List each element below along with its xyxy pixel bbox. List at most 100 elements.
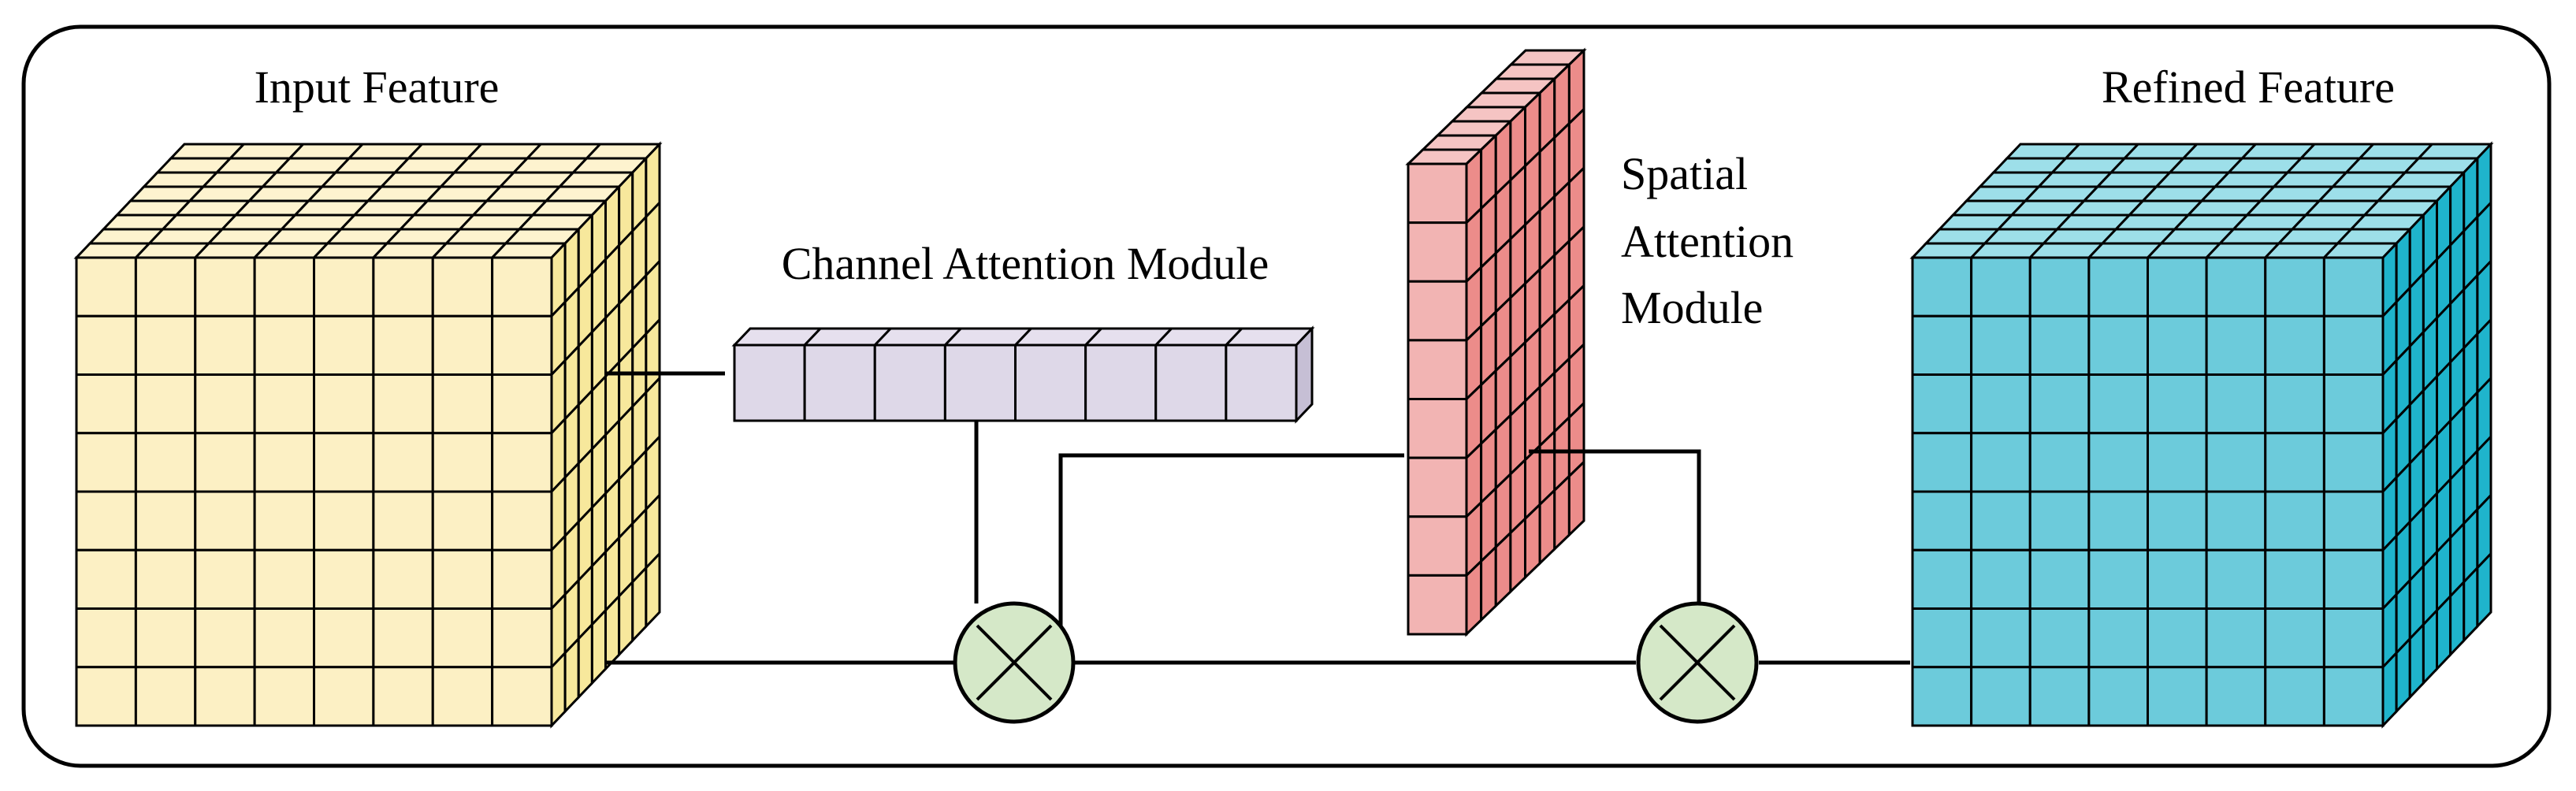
front-cell — [134, 607, 197, 669]
front-cell — [1911, 256, 1973, 318]
front-cell — [134, 432, 197, 493]
front-cell — [313, 373, 375, 435]
front-cell — [313, 490, 375, 551]
side-cell — [563, 635, 580, 715]
multiply-node-1 — [953, 601, 1076, 724]
front-cell — [1970, 490, 2031, 551]
front-cell — [2322, 607, 2385, 669]
front-cell — [1911, 666, 1973, 727]
front-cell — [2322, 314, 2385, 376]
side-cell — [1553, 473, 1571, 552]
front-cell — [2205, 314, 2267, 376]
side-cell — [2449, 578, 2466, 658]
front-cell — [2147, 432, 2208, 493]
front-cell — [2087, 432, 2149, 493]
front-cell — [1225, 344, 1298, 422]
channel-attention-label: Channel Attention Module — [782, 238, 1269, 289]
front-cell — [491, 490, 553, 551]
front-cell — [253, 490, 315, 551]
front-cell — [75, 373, 137, 435]
side-cell — [1509, 515, 1526, 595]
front-cell — [1407, 280, 1468, 342]
front-cell — [313, 314, 375, 376]
front-cell — [2264, 256, 2325, 318]
front-cell — [1970, 373, 2031, 435]
side-cell — [1567, 459, 1585, 538]
spatial-attention-label-line2: Attention — [1621, 216, 1794, 267]
front-cell — [134, 666, 197, 727]
front-cell — [313, 666, 375, 727]
front-cell — [2264, 548, 2325, 610]
channel-attention-vector — [731, 325, 1315, 424]
front-cell — [372, 666, 434, 727]
front-cell — [2028, 256, 2091, 318]
front-cell — [253, 256, 315, 318]
times-stroke — [976, 624, 1053, 701]
front-cell — [1084, 344, 1158, 422]
front-cell — [194, 314, 256, 376]
side-cell — [2436, 592, 2452, 672]
front-cell — [943, 344, 1017, 422]
front-cell — [1970, 314, 2031, 376]
front-cell — [1407, 398, 1468, 459]
spatial-attention-map — [1405, 47, 1587, 637]
front-cell — [1014, 344, 1087, 422]
front-cell — [2322, 548, 2385, 610]
front-cell — [2147, 256, 2208, 318]
outer-frame — [21, 24, 2552, 768]
front-cell — [2087, 373, 2149, 435]
front-cell — [372, 490, 434, 551]
front-cell — [2322, 666, 2385, 727]
front-cell — [134, 314, 197, 376]
refined-feature-cube — [1909, 141, 2494, 729]
front-cell — [2205, 666, 2267, 727]
arrow-spatial-to-multiply — [1529, 449, 1701, 603]
front-cell — [1407, 221, 1468, 283]
front-cell — [75, 666, 137, 727]
front-cell — [372, 607, 434, 669]
front-cell — [313, 256, 375, 318]
front-cell — [491, 373, 553, 435]
front-cell — [372, 548, 434, 610]
front-cell — [2205, 607, 2267, 669]
front-cell — [75, 432, 137, 493]
front-cell — [491, 432, 553, 493]
front-cell — [2264, 666, 2325, 727]
front-cell — [2322, 373, 2385, 435]
side-cell — [2463, 564, 2479, 644]
side-cell — [2408, 621, 2425, 700]
front-cell — [2205, 256, 2267, 318]
front-cell — [431, 666, 494, 727]
front-cell — [2205, 373, 2267, 435]
front-cell — [431, 373, 494, 435]
front-cell — [491, 607, 553, 669]
front-cell — [253, 373, 315, 435]
front-cell — [313, 548, 375, 610]
front-cell — [2087, 607, 2149, 669]
front-cell — [803, 344, 876, 422]
front-cell — [75, 607, 137, 669]
front-cell — [194, 432, 256, 493]
front-cell — [194, 548, 256, 610]
side-cell — [631, 564, 648, 644]
arrow-multiply-to-spatial — [1058, 453, 1404, 637]
front-cell — [2028, 548, 2091, 610]
front-cell — [134, 256, 197, 318]
front-cell — [1911, 314, 1973, 376]
front-cell — [372, 256, 434, 318]
side-cell — [1480, 544, 1497, 623]
spatial-attention-label-line3: Module — [1621, 282, 1763, 333]
front-cell — [2087, 548, 2149, 610]
front-cell — [75, 256, 137, 318]
front-cell — [2264, 373, 2325, 435]
front-cell — [2322, 256, 2385, 318]
front-cell — [1407, 162, 1468, 225]
front-cell — [1407, 574, 1468, 636]
front-cell — [1154, 344, 1228, 422]
front-cell — [491, 548, 553, 610]
front-cell — [1970, 607, 2031, 669]
front-cell — [194, 373, 256, 435]
front-cell — [253, 548, 315, 610]
front-cell — [2147, 314, 2208, 376]
